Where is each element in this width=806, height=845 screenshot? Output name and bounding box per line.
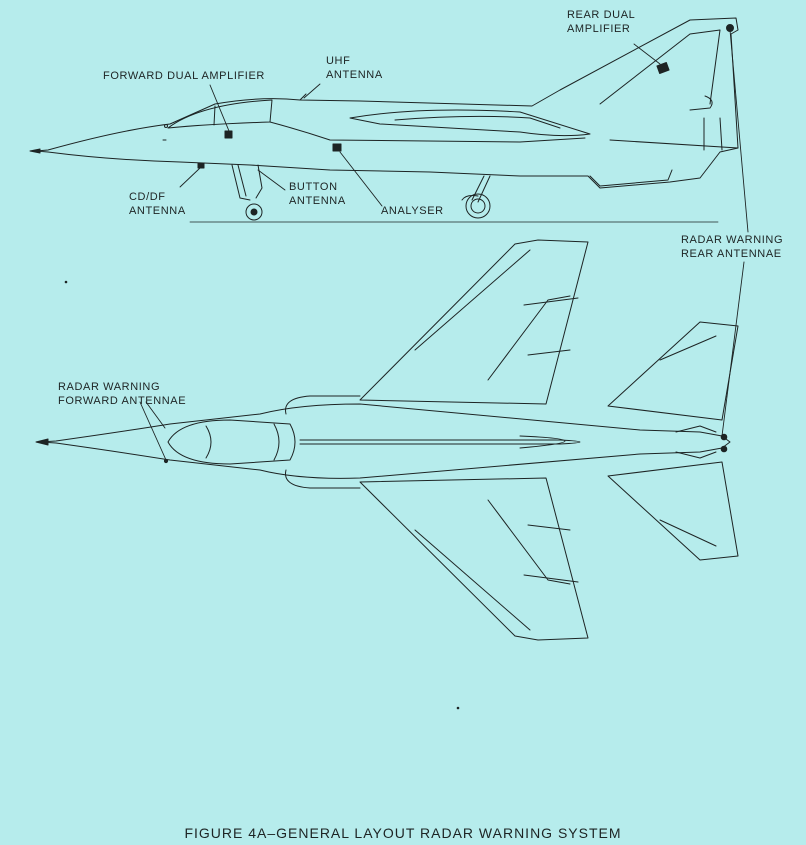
plan-wing-upper	[359, 239, 589, 405]
cd-df-antenna-marker	[197, 162, 205, 169]
side-main-gear	[461, 175, 491, 219]
leader-lines	[139, 29, 749, 461]
label-rear-dual-amplifier: REAR DUAL AMPLIFIER	[567, 9, 636, 35]
plan-tailplane-upper	[607, 321, 739, 421]
side-canopy	[167, 99, 273, 129]
label-cd-df-antenna: CD/DF ANTENNA	[129, 191, 186, 217]
label-radar-warning-forward-antennae: RADAR WARNING FORWARD ANTENNAE	[58, 381, 187, 407]
plan-canopy	[167, 419, 296, 465]
analyser-marker	[332, 143, 342, 152]
side-view-aircraft	[29, 17, 739, 223]
plan-wing-lower	[359, 477, 589, 641]
label-button-antenna: BUTTON ANTENNA	[289, 181, 346, 207]
rear-dual-amplifier-marker	[656, 62, 670, 74]
label-uhf-antenna: UHF ANTENNA	[326, 55, 383, 81]
side-fuselage	[35, 17, 739, 189]
label-forward-dual-amplifier: FORWARD DUAL AMPLIFIER	[103, 70, 265, 82]
figure-caption: FIGURE 4A–GENERAL LAYOUT RADAR WARNING S…	[184, 825, 622, 841]
plan-view-aircraft	[35, 239, 739, 641]
label-radar-warning-rear-antennae: RADAR WARNING REAR ANTENNAE	[681, 234, 784, 260]
plan-fuselage	[39, 403, 731, 479]
side-nose-gear	[231, 164, 263, 221]
plan-tailplane-lower	[607, 461, 739, 561]
label-analyser: ANALYSER	[381, 205, 444, 217]
forward-dual-amplifier-marker	[224, 130, 233, 139]
